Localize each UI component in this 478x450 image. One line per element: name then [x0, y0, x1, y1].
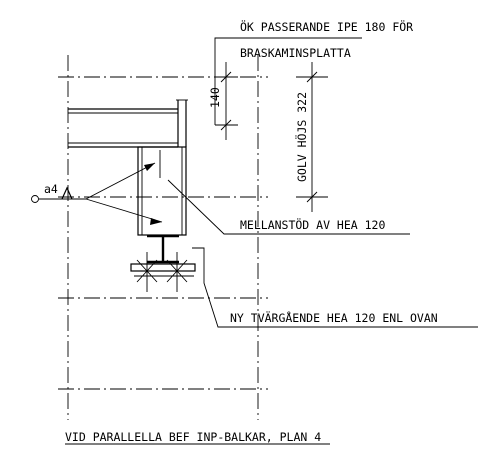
bolt-left	[136, 252, 158, 292]
bolt-right	[166, 252, 188, 292]
ipe-180-beam	[68, 99, 188, 148]
weld-symbol	[31, 162, 163, 225]
top-note-line2: BRASKAMINSPLATTA	[240, 46, 351, 60]
top-note-leader	[214, 37, 362, 125]
support-leader	[167, 179, 410, 235]
dimension-floor	[296, 62, 328, 212]
hea-120-section	[130, 234, 196, 277]
floor-raise-label: GOLV HÖJS 322	[293, 92, 309, 182]
weld-size-label: a4	[44, 182, 58, 196]
dimension-140	[215, 62, 238, 140]
drawing-caption: VID PARALLELLA BEF INP-BALKAR, PLAN 4	[65, 430, 321, 444]
support-label: MELLANSTÖD AV HEA 120	[240, 216, 385, 232]
transverse-label: NY TVÄRGÅENDE HEA 120 ENL OVAN	[230, 310, 438, 325]
top-note-line1: ÖK PASSERANDE IPE 180 FÖR	[240, 18, 413, 34]
transverse-leader	[192, 247, 478, 328]
